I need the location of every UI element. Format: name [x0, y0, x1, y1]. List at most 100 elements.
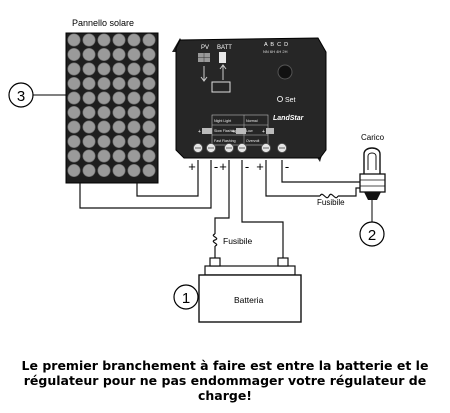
solar-cell — [97, 149, 111, 163]
caption-line-3: charge! — [197, 388, 253, 403]
solar-cell — [67, 91, 81, 105]
wire-batt-negative — [241, 160, 284, 266]
solar-cell — [82, 62, 96, 76]
solar-cell — [142, 106, 156, 120]
load-label: Carico — [361, 133, 385, 142]
solar-cell — [127, 91, 141, 105]
abcd-label: A B C D — [264, 42, 288, 48]
polarity-plus: + — [219, 159, 227, 174]
solar-panel-label: Pannello solare — [72, 18, 134, 28]
solar-cell — [67, 164, 81, 178]
wire-load-positive — [265, 160, 320, 197]
set-button[interactable] — [277, 64, 293, 80]
status-col-1: Normal — [246, 119, 258, 123]
status-row-3: Fast Flashing — [214, 139, 236, 143]
solar-cell — [112, 91, 126, 105]
battery-label: Batteria — [234, 295, 264, 305]
wire-pv-positive — [136, 160, 199, 197]
wire-load-negative — [281, 160, 363, 183]
batt-label: BATT — [217, 45, 232, 51]
solar-cell — [142, 77, 156, 91]
solar-cell — [67, 135, 81, 149]
status-row-1: Night Light — [214, 119, 231, 123]
terminal-block — [193, 143, 287, 153]
solar-cell — [127, 120, 141, 134]
solar-cell — [67, 47, 81, 61]
solar-cell — [127, 33, 141, 47]
solar-cell — [127, 164, 141, 178]
brand-logo: LandStar — [273, 115, 305, 122]
solar-cell — [82, 47, 96, 61]
solar-cell — [112, 47, 126, 61]
battery-body — [198, 274, 302, 323]
step-2-number: 2 — [368, 227, 376, 244]
battery-positive-terminal — [209, 257, 221, 267]
solar-cell — [142, 33, 156, 47]
solar-cell — [127, 135, 141, 149]
status-row-2: Slow Flashing — [214, 129, 236, 133]
fuse-battery-label: Fusibile — [223, 236, 253, 246]
solar-cell — [112, 106, 126, 120]
solar-cell — [82, 91, 96, 105]
battery-top — [204, 265, 296, 276]
terminal-load-icon — [266, 128, 274, 134]
solar-panel-cells — [67, 33, 156, 178]
polarity-plus: + — [256, 159, 264, 174]
fuse-load-icon — [319, 193, 339, 199]
solar-panel-frame — [65, 32, 159, 184]
fuse-load-label: Fusibile — [317, 198, 345, 207]
terminal-row-pv-sign: + — [198, 129, 201, 135]
solar-cell — [97, 120, 111, 134]
solar-cell — [97, 62, 111, 76]
solar-cell — [82, 149, 96, 163]
solar-cell — [112, 33, 126, 47]
step-1-number: 1 — [182, 290, 190, 307]
solar-cell — [97, 135, 111, 149]
solar-cell — [82, 164, 96, 178]
solar-cell — [142, 91, 156, 105]
step-2-marker: 2 — [359, 200, 385, 247]
solar-cell — [142, 120, 156, 134]
solar-cell — [82, 135, 96, 149]
solar-cell — [142, 149, 156, 163]
solar-cell — [82, 106, 96, 120]
solar-cell — [127, 77, 141, 91]
battery-symbol-icon — [211, 81, 231, 93]
caption-line-1: Le premier branchement à faire est entre… — [21, 358, 429, 373]
solar-cell — [67, 149, 81, 163]
solar-cell — [97, 91, 111, 105]
fuse-battery-icon — [212, 233, 218, 247]
solar-cell — [82, 120, 96, 134]
solar-cell — [97, 164, 111, 178]
solar-cell — [82, 33, 96, 47]
solar-cell — [127, 106, 141, 120]
solar-cell — [112, 135, 126, 149]
batt-indicator-icon — [219, 52, 226, 63]
pv-label: PV — [201, 45, 209, 51]
solar-cell — [142, 135, 156, 149]
caption-line-2: régulateur pour ne pas endommager votre … — [23, 373, 427, 388]
step-3-number: 3 — [17, 88, 25, 105]
terminal-pv-icon — [202, 128, 212, 134]
solar-cell — [67, 120, 81, 134]
solar-cell — [127, 47, 141, 61]
status-col-2: Low — [246, 129, 253, 133]
instruction-caption: Le premier branchement à faire est entre… — [10, 358, 440, 403]
solar-cell — [112, 164, 126, 178]
solar-cell — [67, 62, 81, 76]
solar-cell — [142, 62, 156, 76]
charge-controller: PV BATT Night Light Slow Flashing Fast F… — [172, 37, 327, 162]
wire-batt-positive — [214, 160, 230, 234]
solar-cell — [112, 77, 126, 91]
solar-cell — [112, 149, 126, 163]
solar-cell — [142, 164, 156, 178]
polarity-marks: +-+-+- — [188, 159, 289, 174]
solar-cell — [97, 77, 111, 91]
solar-cell — [142, 47, 156, 61]
solar-panel: Pannello solare — [65, 18, 159, 184]
solar-cell — [82, 77, 96, 91]
solar-cell — [127, 149, 141, 163]
lamp-base — [359, 173, 386, 193]
solar-cell — [112, 120, 126, 134]
